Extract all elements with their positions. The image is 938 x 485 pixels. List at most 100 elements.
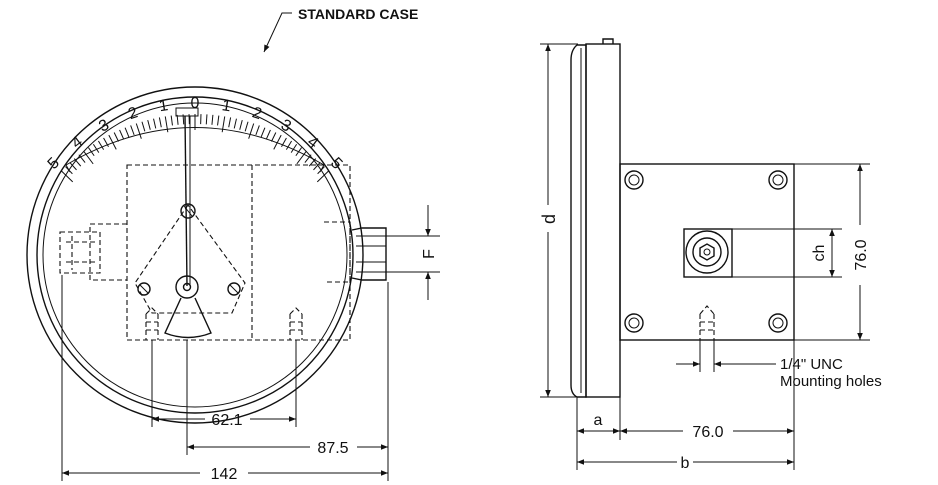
dim-76h-label: 76.0	[692, 424, 723, 441]
corner-screw-tr	[768, 170, 788, 190]
scale-bottom-left	[65, 164, 71, 173]
scale-tick	[113, 132, 119, 142]
scale-tick	[92, 143, 100, 153]
scale-tick	[88, 147, 95, 157]
scale-tick	[260, 127, 266, 138]
scale-label: 0	[191, 95, 200, 112]
scale-label: 5	[327, 155, 345, 173]
scale-label: 4	[304, 133, 321, 152]
side-view: ch 76.0 1/4" UNC Mounting holes d a 76.0	[539, 38, 882, 472]
scale-tick	[211, 114, 214, 125]
case-body	[585, 43, 621, 398]
dim-b-label: b	[681, 455, 690, 472]
case-label-leader	[263, 12, 292, 53]
scale-tick	[273, 134, 282, 150]
scale-tick	[296, 150, 307, 165]
inner-case-ring	[36, 96, 354, 414]
pivot-screw-top	[180, 203, 196, 219]
center-port-ring	[692, 237, 722, 267]
top-fitting	[602, 38, 614, 44]
scale-tick	[69, 162, 77, 171]
scale-tick	[233, 118, 237, 129]
scale-tick	[73, 158, 82, 167]
mechanism-housing	[126, 164, 351, 341]
pointer-hub-center	[182, 282, 192, 292]
scale-tick	[119, 129, 125, 140]
corner-screw-tr-inner	[772, 174, 784, 186]
scale-tick	[239, 119, 243, 130]
scale-tick	[285, 140, 293, 150]
dim-d-label: d	[539, 214, 559, 224]
dim-87-label: 87.5	[317, 440, 348, 457]
right-port-thread	[356, 235, 386, 273]
scale-tick	[141, 121, 146, 132]
corner-screw-bl	[624, 313, 644, 333]
scale-label: 5	[45, 154, 63, 172]
pointer-hub	[175, 275, 199, 299]
dim-76v-label: 76.0	[853, 239, 870, 270]
right-port-fitting	[351, 227, 387, 281]
dim-142-label: 142	[211, 466, 238, 483]
left-port-thread	[66, 236, 96, 270]
scale-tick	[78, 154, 86, 163]
dim-a-label: a	[594, 412, 603, 429]
outer-case-ring	[26, 86, 364, 424]
scale-tick	[271, 132, 277, 142]
center-port-outer	[685, 230, 729, 274]
mechanism-frame	[134, 204, 246, 314]
left-port-outline	[89, 223, 127, 281]
scale-label: 3	[278, 116, 294, 135]
scale-tick	[228, 117, 232, 128]
scale-tick	[153, 118, 157, 129]
scale-bottom-right	[319, 164, 325, 173]
scale-tick	[308, 158, 317, 167]
corner-screw-tl	[624, 170, 644, 190]
frame-screw-right-slot	[229, 284, 239, 294]
side-mounting-hole	[699, 305, 715, 340]
scale-tick	[130, 125, 135, 136]
counterweight	[164, 297, 212, 339]
scale-tick	[295, 147, 302, 157]
bezel-profile	[570, 44, 587, 398]
scale-tick	[103, 137, 109, 147]
pivot-screw-top-slot	[183, 205, 193, 217]
scale-tick	[217, 115, 220, 126]
holes-label-line2: Mounting holes	[780, 373, 882, 390]
scale-label: 3	[96, 116, 112, 135]
scale-tick	[290, 143, 298, 153]
corner-screw-br	[768, 313, 788, 333]
scale-tick	[83, 150, 94, 165]
scale-tick	[221, 116, 226, 133]
scale-tick	[244, 121, 249, 132]
right-port-outline	[324, 221, 351, 283]
scale-tick	[176, 114, 179, 125]
frame-screw-left-slot	[139, 284, 149, 294]
scale-tick	[164, 116, 169, 133]
corner-screw-tl-inner	[628, 174, 640, 186]
scale-tick	[313, 162, 321, 171]
case-label: STANDARD CASE	[298, 6, 418, 22]
scale-tick	[248, 123, 255, 139]
scale-tick	[265, 129, 271, 140]
scale-tick	[158, 117, 162, 128]
center-port-square	[683, 228, 733, 278]
scale-tick	[316, 170, 330, 183]
dim-ch-label: ch	[811, 245, 828, 262]
left-port-body	[59, 231, 101, 274]
corner-screw-br-inner	[772, 317, 784, 329]
center-port-hex	[699, 243, 715, 261]
holes-label-line1: 1/4" UNC	[780, 356, 843, 373]
scale-tick	[205, 114, 208, 125]
scale-tick	[60, 170, 74, 183]
scale-tick	[147, 119, 151, 130]
center-port-bore	[703, 248, 711, 256]
scale-tick	[304, 154, 312, 163]
frame-screw-left	[137, 282, 151, 296]
scale-tick	[108, 134, 117, 150]
scale-tick	[135, 123, 142, 139]
dim-62-label: 62.1	[211, 412, 242, 429]
pointer-needle	[184, 115, 188, 287]
frame-screw-right	[227, 282, 241, 296]
